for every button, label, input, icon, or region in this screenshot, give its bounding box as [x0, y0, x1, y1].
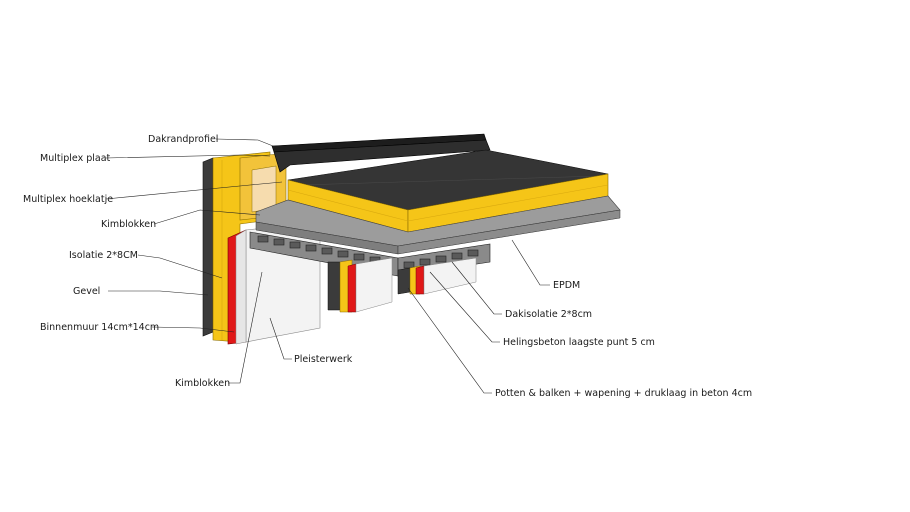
leader-dakrandprofiel	[215, 138, 279, 149]
leader-potten-balken	[407, 287, 492, 394]
facade-wall	[202, 157, 214, 337]
label-epdm: EPDM	[553, 280, 580, 291]
leader-epdm	[511, 239, 550, 286]
support-wall-1-red	[347, 263, 357, 313]
leader-gevel	[108, 290, 209, 296]
floor-hollow-pattern	[257, 235, 479, 269]
label-gevel: Gevel	[73, 286, 100, 297]
support-wall-1-block	[355, 257, 393, 313]
support-wall-2-red	[415, 265, 425, 295]
label-dakisolatie: Dakisolatie 2*8cm	[505, 309, 592, 320]
label-multiplex-hoeklatje: Multiplex hoeklatje	[23, 194, 113, 205]
support-wall-2-block	[423, 257, 477, 295]
label-binnenmuur: Binnenmuur 14cm*14cm	[40, 322, 159, 333]
leader-binnenmuur	[151, 326, 235, 333]
leader-dakisolatie	[451, 261, 502, 315]
label-kimblokken-bottom: Kimblokken	[175, 378, 230, 389]
leader-kimblokken-bottom	[228, 271, 263, 384]
support-wall-2-brick	[397, 267, 411, 295]
leader-kimblokken-top	[153, 209, 261, 225]
support-wall-1-brick	[327, 261, 341, 311]
leader-lines	[105, 138, 550, 394]
inner-wall-side	[235, 229, 247, 345]
leader-pleisterwerk	[269, 317, 292, 360]
leader-multiplex-hoeklatje	[105, 181, 283, 200]
leader-helingsbeton	[429, 271, 500, 343]
label-dakrandprofiel: Dakrandprofiel	[148, 134, 218, 145]
label-pleisterwerk: Pleisterwerk	[294, 354, 353, 365]
sloped-concrete-side	[397, 209, 621, 255]
multiplex-corner	[251, 165, 277, 213]
label-multiplex-plaat: Multiplex plaat	[40, 153, 111, 164]
label-kimblokken-top: Kimblokken	[101, 219, 156, 230]
label-potten-balken: Potten & balken + wapening + druklaag in…	[495, 388, 752, 399]
leader-multiplex-plaat	[105, 154, 271, 159]
leader-isolatie	[137, 254, 223, 279]
label-isolatie: Isolatie 2*8CM	[69, 250, 138, 261]
label-helingsbeton: Helingsbeton laagste punt 5 cm	[503, 337, 655, 348]
roof-upstand	[273, 139, 491, 173]
